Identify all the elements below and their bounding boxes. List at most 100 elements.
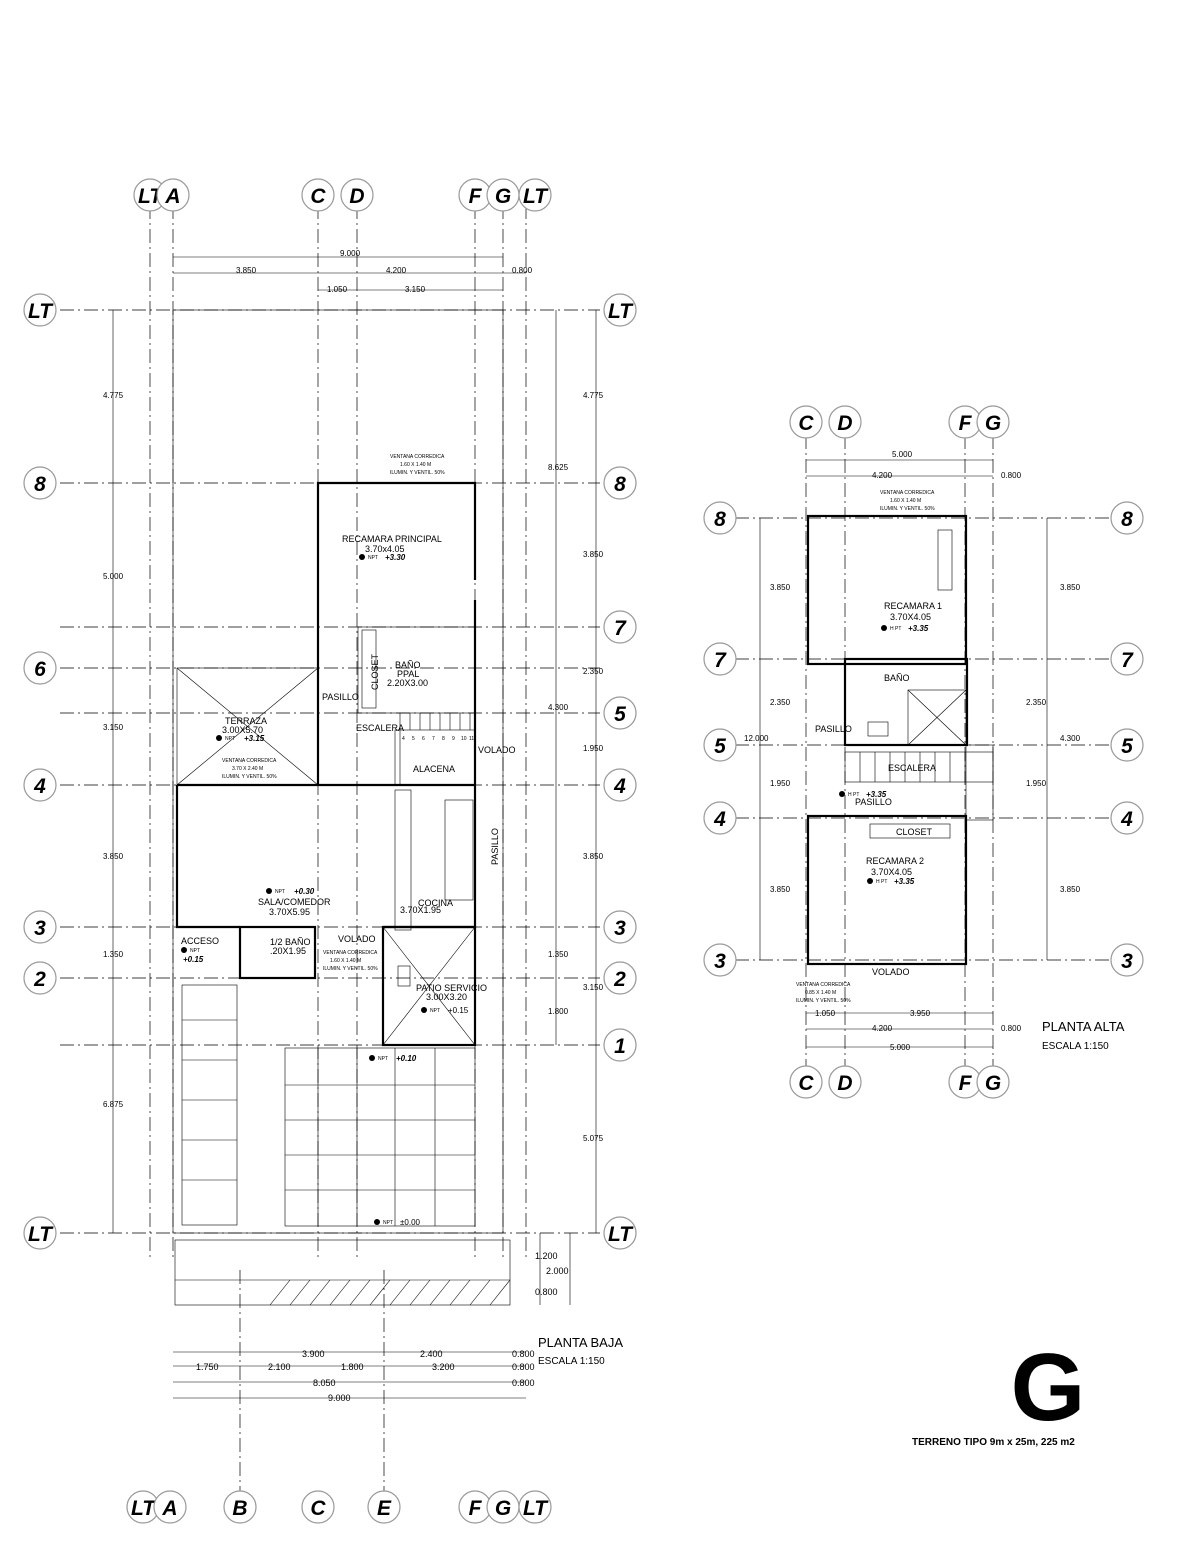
stair-step: 8 [442,736,445,742]
dim-text: 1.050 [815,1009,836,1018]
room-label: RECAMARA PRINCIPAL [342,534,442,544]
level-prefix: NPT [190,948,200,954]
dim-text: 3.150 [583,983,604,992]
window-note: VENTANA CORREDICA [222,758,277,764]
axis-label: 7 [1121,649,1134,672]
planta-alta-axis-lines [735,435,1110,1070]
axis-label: A [161,1497,177,1520]
axis-label: C [310,1497,326,1520]
dim-text: 1.800 [341,1362,364,1372]
axis-label: D [837,1072,852,1095]
room-label: BAÑO [884,673,910,683]
dim-text: 4.775 [103,391,124,400]
planta-baja-level-markers: NPT +3.30 NPT +3.15 NPT +0.30 NPT +0.15 … [181,553,469,1227]
planta-alta-axis-bubbles: C D F G C D F G 8 7 5 4 3 8 7 5 4 3 [703,405,1144,1099]
room-size: 3.70X4.05 [871,867,912,877]
room-label: COCINA [418,898,453,908]
axis-label: 4 [33,775,46,798]
dim-text: 3.150 [103,723,124,732]
dim-text: 1.350 [548,950,569,959]
dim-text: 3.850 [583,852,604,861]
dim-text: 2.350 [1026,698,1047,707]
dim-text: 0.800 [1001,471,1022,480]
dim-text: 1.800 [548,1007,569,1016]
room-label: PASILLO [815,724,852,734]
window-note: 3.70 X 2.40 M [232,766,263,772]
room-size: 3.00X5.70 [222,725,263,735]
axis-label: F [469,185,483,208]
window-note: ILUMIN. Y VENTIL. 50% [390,470,445,476]
dim-text: 5.000 [103,572,124,581]
dim-text: 1.950 [583,744,604,753]
planta-alta-title: PLANTA ALTA [1042,1019,1125,1034]
axis-label: 2 [33,968,46,991]
window-note: VENTANA CORREDICA [390,454,445,460]
dim-text: 8.625 [548,463,569,472]
axis-label: LT [28,300,54,323]
planta-baja-axis-bubbles-left: LT 8 6 4 3 2 LT [23,293,57,1250]
axis-label: E [377,1497,392,1520]
dim-text: 4.300 [1060,734,1081,743]
axis-label: 8 [1121,508,1133,531]
stair-step: 7 [432,736,435,742]
axis-label: 6 [34,658,46,681]
dim-text: 3.850 [583,550,604,559]
level-prefix: NPT [368,555,378,561]
dim-text: 4.200 [872,471,893,480]
room-label: RECAMARA 2 [866,856,924,866]
room-label: CLOSET [896,827,933,837]
planta-alta-window-notes: VENTANA CORREDICA 1.60 X 1.40 M ILUMIN. … [796,490,935,1004]
planta-baja-dims-left: 4.775 5.000 3.150 3.850 1.350 6.875 [103,391,124,1109]
room-size: 3.70X1.95 [400,905,441,915]
window-note: VENTANA CORREDICA [796,982,851,988]
planta-baja-room-labels: RECAMARA PRINCIPAL 3.70x4.05 BAÑO PPAL 2… [181,534,516,1002]
room-label: PATIO SERVICIO [416,983,487,993]
level-value: +0.30 [294,887,315,896]
planta-alta-walls [806,514,994,966]
window-note: VENTANA CORREDICA [323,950,378,956]
level-prefix: NPT [383,1220,393,1226]
dim-text: 3.150 [405,285,426,294]
dim-text: 1.350 [103,950,124,959]
axis-label: A [164,185,180,208]
axis-label: 4 [613,775,626,798]
dim-text: 0.800 [512,1362,535,1372]
level-prefix: H PT [890,626,901,632]
axis-label: 7 [614,617,627,640]
planta-baja-axis-lines [60,205,600,1500]
axis-label: 4 [713,808,726,831]
dim-text: 1.950 [770,779,791,788]
axis-label: D [349,185,364,208]
stair-step: 9 [452,736,455,742]
axis-label: G [495,1497,511,1520]
room-size: 3.70X4.05 [890,612,931,622]
dim-text: 3.850 [236,266,257,275]
window-note: 1.60 X 1.40 M [890,498,921,504]
axis-label: 2 [613,968,626,991]
planta-baja-scale: ESCALA 1:150 [538,1356,605,1367]
axis-label: 5 [1121,735,1133,758]
room-label: 1/2 BAÑO [270,937,311,947]
axis-label: 4 [1120,808,1133,831]
dim-text: 3.850 [1060,885,1081,894]
axis-label: 1 [614,1035,626,1058]
room-label: VOLADO [478,745,516,755]
planta-baja-title: PLANTA BAJA [538,1335,623,1350]
axis-label: LT [523,1497,549,1520]
dim-text: 4.300 [548,703,569,712]
dim-text: 1.750 [196,1362,219,1372]
room-label: PASILLO [855,797,892,807]
axis-label: 8 [614,473,626,496]
dim-text: 3.850 [103,852,124,861]
level-prefix: H PT [876,879,887,885]
axis-label: 7 [714,649,727,672]
axis-label: 8 [714,508,726,531]
axis-label: F [959,1072,973,1095]
sheet-letter: G [1010,1334,1086,1441]
level-value: +3.35 [908,624,929,633]
level-value: +3.35 [894,877,915,886]
room-size: 3.70x4.05 [365,544,405,554]
axis-label: 3 [614,917,626,940]
planta-alta-level-markers: H PT +3.35 H PT +3.35 H PT +3.35 [839,624,929,886]
level-prefix: H PT [848,792,859,798]
